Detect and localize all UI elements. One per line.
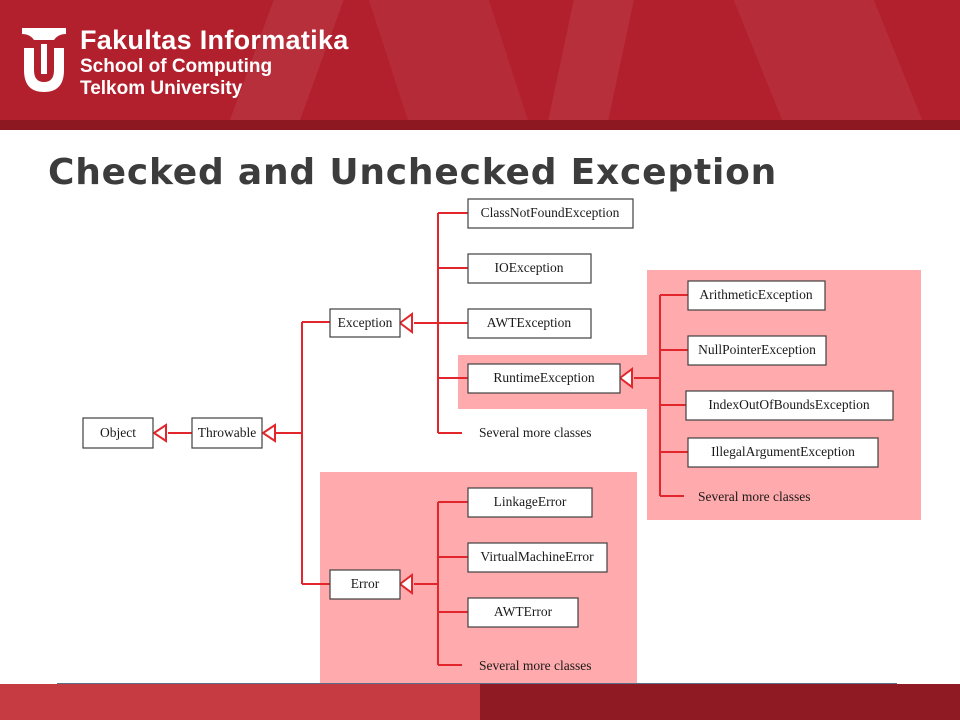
node-runtime-exception: RuntimeException (467, 363, 621, 394)
banner-bottom-line (0, 120, 960, 130)
brand-university: Telkom University (80, 78, 243, 99)
footer-band (0, 684, 960, 720)
inheritance-arrow (618, 367, 633, 389)
node-label: VirtualMachineError (480, 549, 594, 564)
node-label: AWTException (487, 315, 572, 330)
node-label: ClassNotFoundException (481, 205, 620, 220)
node-index-out-of-bounds-exception: IndexOutOfBoundsException (685, 390, 894, 421)
footer-left-panel (0, 684, 480, 720)
node-label: IllegalArgumentException (711, 444, 855, 459)
node-label: Throwable (198, 425, 256, 440)
brand-text: Fakultas Informatika School of Computing… (80, 24, 349, 100)
node-label: Exception (338, 315, 393, 330)
node-label: IOException (495, 260, 564, 275)
node-object: Object (82, 417, 154, 449)
node-awt-exception: AWTException (467, 308, 592, 339)
node-arithmetic-exception: ArithmeticException (687, 280, 826, 311)
node-label: NullPointerException (698, 342, 816, 357)
node-io-exception: IOException (467, 253, 592, 284)
node-label: AWTError (494, 604, 553, 619)
node-null-pointer-exception: NullPointerException (687, 335, 827, 366)
inheritance-arrow (398, 573, 413, 595)
inheritance-arrow (152, 423, 167, 443)
node-throwable: Throwable (191, 417, 263, 449)
node-illegal-argument-exception: IllegalArgumentException (687, 437, 879, 468)
node-label: IndexOutOfBoundsException (708, 397, 869, 412)
inheritance-arrow (261, 423, 276, 443)
exception-more-classes-label: Several more classes (479, 425, 591, 440)
node-class-not-found-exception: ClassNotFoundException (467, 198, 634, 229)
brand-school: School of Computing (80, 56, 273, 77)
brand-faculty: Fakultas Informatika (80, 25, 349, 55)
header-banner: Fakultas Informatika School of Computing… (0, 0, 960, 130)
node-exception: Exception (329, 308, 401, 338)
node-label: Object (100, 425, 136, 440)
node-linkage-error: LinkageError (467, 487, 593, 518)
inheritance-arrow (398, 312, 413, 334)
node-label: LinkageError (494, 494, 567, 509)
node-label: Error (351, 576, 380, 591)
runtime-more-classes-label: Several more classes (698, 489, 810, 504)
slide-title: Checked and Unchecked Exception (48, 152, 778, 193)
node-label: ArithmeticException (699, 287, 812, 302)
error-more-classes-label: Several more classes (479, 658, 591, 673)
footer-right-panel (480, 684, 960, 720)
telkom-logo-icon (22, 28, 66, 92)
node-label: RuntimeException (493, 370, 594, 385)
node-error: Error (329, 569, 401, 600)
node-awt-error: AWTError (467, 597, 579, 628)
node-virtual-machine-error: VirtualMachineError (467, 542, 608, 573)
